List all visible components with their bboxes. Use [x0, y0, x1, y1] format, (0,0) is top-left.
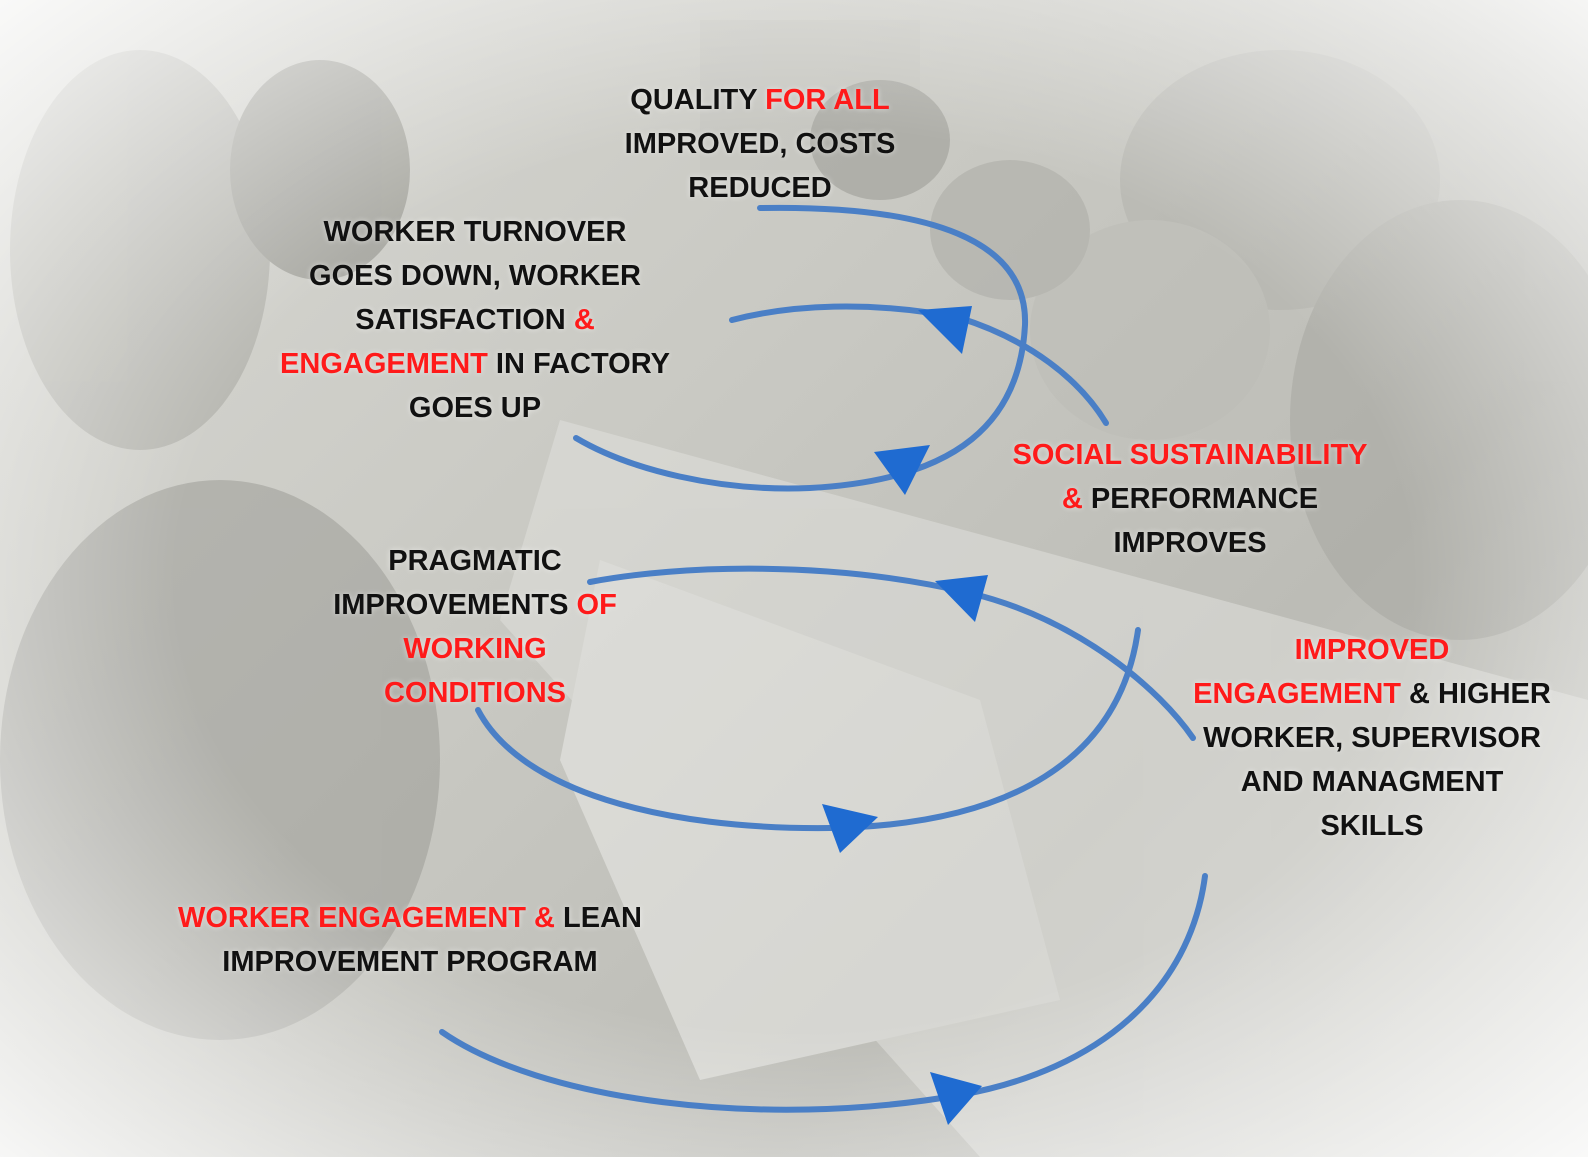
label-quality: QUALITY FOR ALL IMPROVED, COSTS REDUCED [610, 78, 910, 210]
label-highlight: ENGAGEMENT [1193, 678, 1401, 710]
arrow-program-to-engagement [439, 873, 1208, 1113]
label-text: SATISFACTION [355, 304, 574, 336]
label-highlight: OF [576, 589, 617, 621]
arrowhead-icon [930, 1072, 982, 1125]
label-text: IMPROVES [1113, 527, 1267, 559]
label-text: QUALITY [630, 84, 766, 116]
label-engagement: IMPROVED ENGAGEMENT & HIGHER WORKER, SUP… [1172, 628, 1572, 848]
label-text: WORKER TURNOVER [323, 216, 627, 248]
label-text: AND MANAGMENT [1240, 766, 1504, 798]
label-highlight: FOR ALL [765, 84, 890, 116]
label-social: SOCIAL SUSTAINABILITY & PERFORMANCE IMPR… [995, 433, 1385, 565]
label-highlight: IMPROVED [1294, 634, 1450, 666]
label-text: LEAN [563, 902, 642, 934]
arrow-engagement-to-pragmatic [587, 565, 1196, 741]
label-text: IMPROVED, COSTS [624, 128, 896, 160]
label-text: SKILLS [1320, 810, 1424, 842]
arrowhead-icon [935, 575, 988, 622]
label-program: WORKER ENGAGEMENT & LEAN IMPROVEMENT PRO… [150, 896, 670, 984]
label-text: IMPROVEMENT PROGRAM [222, 946, 598, 978]
label-highlight: & [1061, 483, 1083, 515]
label-text: GOES UP [408, 392, 542, 424]
arrow-turnover-to-quality [573, 204, 1029, 492]
arrow-social-to-turnover [729, 303, 1109, 426]
arrowhead-icon [918, 306, 972, 354]
label-pragmatic: PRAGMATIC IMPROVEMENTS OF WORKING CONDIT… [305, 539, 645, 715]
label-highlight: ENGAGEMENT [280, 348, 488, 380]
label-highlight: SOCIAL SUSTAINABILITY [1012, 439, 1368, 471]
label-turnover: WORKER TURNOVER GOES DOWN, WORKER SATISF… [255, 210, 695, 430]
label-highlight: WORKER ENGAGEMENT & [177, 902, 564, 934]
label-text: IMPROVEMENTS [333, 589, 577, 621]
label-highlight: WORKING [403, 633, 547, 665]
label-text: WORKER, SUPERVISOR [1203, 722, 1541, 754]
label-highlight: & [573, 304, 595, 336]
label-text: & HIGHER [1401, 678, 1551, 710]
arrowhead-icon [874, 445, 930, 495]
label-text: GOES DOWN, WORKER [309, 260, 641, 292]
arrowhead-icon [822, 804, 878, 853]
arrow-pragmatic-to-social [475, 627, 1141, 832]
label-text: PRAGMATIC [388, 545, 562, 577]
label-text: IN FACTORY [487, 348, 670, 380]
label-text: PERFORMANCE [1082, 483, 1319, 515]
label-highlight: CONDITIONS [383, 677, 567, 709]
label-text: REDUCED [688, 172, 832, 204]
